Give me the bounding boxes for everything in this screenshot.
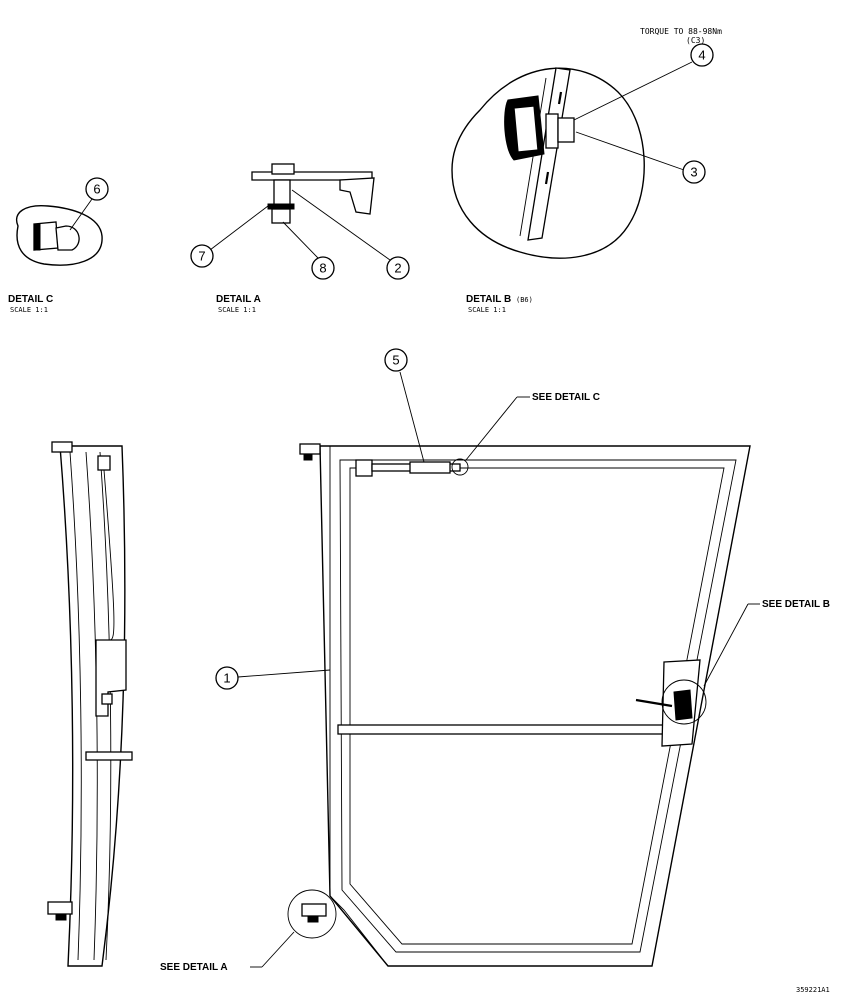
- detail-a-nut: [271, 208, 291, 224]
- detail-b-slot-3: [544, 171, 550, 185]
- see-detail-a-leader: [261, 931, 295, 968]
- see-detail-b-leader: [703, 603, 749, 687]
- side-view-inner-1: [69, 451, 82, 961]
- detail-c-title: DETAIL C: [8, 294, 53, 305]
- door-front-view: [287, 443, 751, 967]
- callout-6-circle: [85, 177, 109, 201]
- detail-b-title: DETAIL B: [466, 294, 511, 305]
- detail-a-washer: [267, 203, 295, 210]
- detail-a-title: DETAIL A: [216, 294, 261, 305]
- door-gas-strut-cylinder: [409, 461, 451, 474]
- door-latch: [673, 689, 693, 721]
- callout-4: 4: [698, 48, 705, 63]
- callout-3: 3: [690, 165, 697, 180]
- door-side-view: [47, 441, 133, 967]
- side-view-top-hinge: [51, 441, 73, 453]
- door-bottom-corner: [329, 895, 389, 967]
- detail-b-bolt: [557, 117, 575, 143]
- callout-2-circle: [386, 256, 410, 280]
- door-glass-edge: [349, 467, 725, 945]
- detail-c: 6 DETAIL C SCALE 1:1: [8, 177, 109, 314]
- see-detail-c-leader: [465, 396, 518, 461]
- door-top-hinge-nut: [303, 453, 313, 461]
- side-view-latch-knob: [101, 693, 113, 705]
- callout-8: 8: [319, 261, 326, 276]
- detail-c-marker: [451, 458, 469, 476]
- drawing-id: 359221A1: [796, 986, 830, 994]
- detail-b-leader-3: [575, 131, 685, 171]
- side-view-glass: [103, 469, 115, 641]
- door-outer-frame: [319, 445, 751, 967]
- see-detail-c-label: SEE DETAIL C: [532, 392, 600, 403]
- detail-b-marker: [661, 679, 707, 725]
- callout-6: 6: [93, 182, 100, 197]
- callout-3-circle: [682, 160, 706, 184]
- side-view-bottom-nut: [55, 913, 67, 921]
- detail-b-latch-face: [513, 105, 539, 153]
- side-view-handle: [85, 751, 133, 761]
- detail-a-leader-7: [209, 205, 269, 251]
- detail-a-pin: [273, 179, 291, 207]
- detail-a-leader-2: [291, 189, 391, 261]
- see-detail-a-label: SEE DETAIL A: [160, 962, 228, 973]
- callout-5-circle: [384, 348, 408, 372]
- detail-c-clip: [55, 225, 80, 251]
- side-view-top-bracket: [97, 455, 111, 471]
- side-view-outer-frame: [59, 445, 126, 967]
- detail-a-hinge-cap: [271, 163, 295, 175]
- side-view-inner-3: [99, 451, 112, 961]
- detail-c-scale: SCALE 1:1: [10, 306, 48, 314]
- door-bottom-hinge-nut: [307, 915, 319, 923]
- detail-b-slot-1: [557, 91, 563, 105]
- callout-1-circle: [215, 666, 239, 690]
- callout-8-circle: [311, 256, 335, 280]
- torque-note-line2: (C3): [686, 36, 705, 45]
- side-view-bottom-hinge: [47, 901, 73, 915]
- detail-a-leader-8: [282, 221, 319, 259]
- detail-b-door-edge: [527, 67, 571, 241]
- detail-b-scale: SCALE 1:1: [468, 306, 506, 314]
- callout-2: 2: [394, 261, 401, 276]
- door-bottom-hinge: [301, 903, 327, 917]
- detail-a-marker: [287, 889, 337, 939]
- detail-b-door-inner: [519, 77, 547, 237]
- door-gas-strut-mount: [355, 459, 373, 477]
- callout-5: 5: [392, 353, 399, 368]
- detail-b-outline: [451, 67, 645, 259]
- see-detail-b-label: SEE DETAIL B: [762, 599, 830, 610]
- door-mid-rail: [337, 724, 691, 735]
- detail-a-bracket-arm: [339, 177, 375, 215]
- detail-b-washer: [545, 113, 559, 149]
- door-top-hinge: [299, 443, 321, 455]
- torque-note-line1: TORQUE TO 88-98Nm: [640, 27, 722, 36]
- detail-b-leader-4: [573, 61, 693, 121]
- callout-1: 1: [223, 671, 230, 686]
- callout-5-leader: [399, 371, 425, 463]
- door-inner-frame: [339, 459, 737, 953]
- detail-b: 4 3 TORQUE TO 88-98Nm (C3) DETAIL B (B6)…: [451, 27, 722, 314]
- callout-4-circle: [690, 43, 714, 67]
- detail-c-bracket-shadow: [33, 223, 41, 251]
- door-latch-rod: [635, 698, 673, 708]
- main-callouts: 1 5 SEE DETAIL C SEE DETAIL B SEE DETAIL…: [160, 348, 830, 973]
- callout-1-leader: [237, 669, 331, 678]
- detail-c-outline: [15, 205, 103, 266]
- callout-7-circle: [190, 244, 214, 268]
- detail-a-scale: SCALE 1:1: [218, 306, 256, 314]
- detail-c-leader: [69, 198, 93, 231]
- callout-7: 7: [198, 249, 205, 264]
- detail-a: 7 8 2 DETAIL A SCALE 1:1: [190, 163, 410, 314]
- detail-b-ref: (B6): [516, 296, 533, 304]
